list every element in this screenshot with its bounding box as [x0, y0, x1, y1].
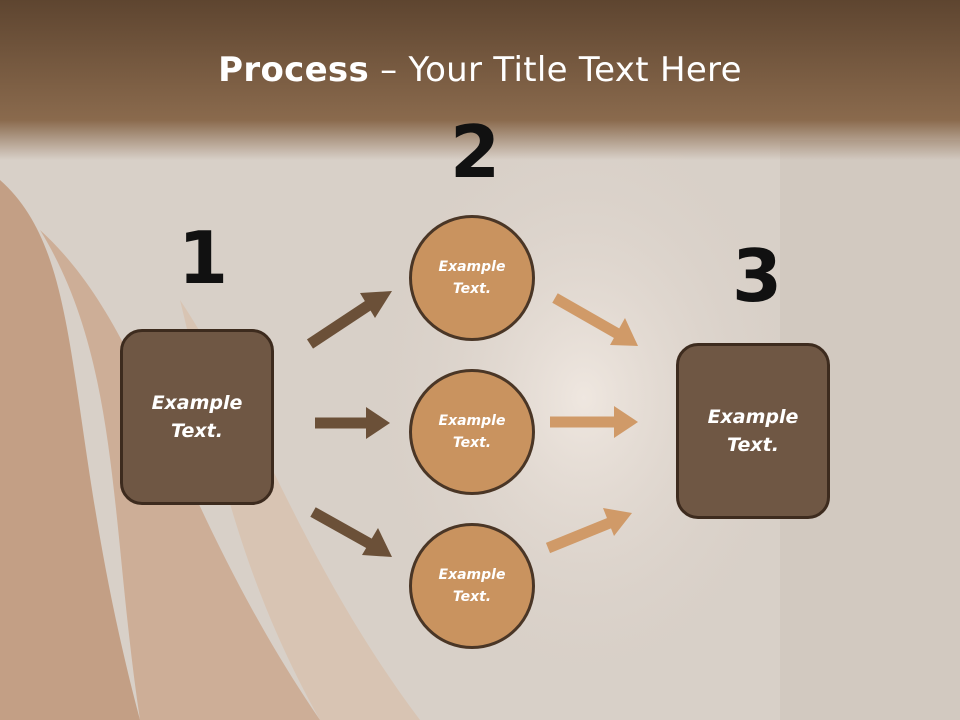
middle-2-text-line1: Example: [438, 412, 506, 429]
arrow-to-middle: [315, 407, 390, 439]
slide-title: Process – Your Title Text Here: [0, 50, 960, 90]
arrow-from-bottom: [545, 508, 632, 554]
arrow-to-bottom: [310, 507, 392, 557]
arrow-to-top: [306, 291, 392, 349]
step-1-text-line2: Text.: [171, 420, 223, 442]
arrow-from-top: [552, 293, 638, 346]
middle-1-text-line2: Text.: [452, 281, 492, 297]
middle-circle-3: Example Text.: [409, 523, 535, 649]
title-rest: – Your Title Text Here: [369, 50, 742, 90]
step-1-text-line1: Example: [151, 391, 243, 414]
middle-circle-1: Example Text.: [409, 215, 535, 341]
step-number-3: 3: [732, 234, 783, 318]
middle-3-text-line2: Text.: [452, 589, 492, 605]
step-1-box: Example Text.: [120, 329, 274, 505]
step-3-text-line2: Text.: [727, 434, 779, 456]
title-bold: Process: [218, 50, 370, 90]
step-3-text-line1: Example: [707, 405, 799, 428]
middle-2-text-line2: Text.: [452, 435, 492, 451]
middle-3-text-line1: Example: [438, 566, 506, 583]
step-3-box: Example Text.: [676, 343, 830, 519]
step-number-1: 1: [178, 216, 229, 300]
middle-circle-2: Example Text.: [409, 369, 535, 495]
arrow-from-middle: [550, 406, 638, 438]
middle-1-text-line1: Example: [438, 258, 506, 275]
step-number-2: 2: [450, 110, 501, 194]
